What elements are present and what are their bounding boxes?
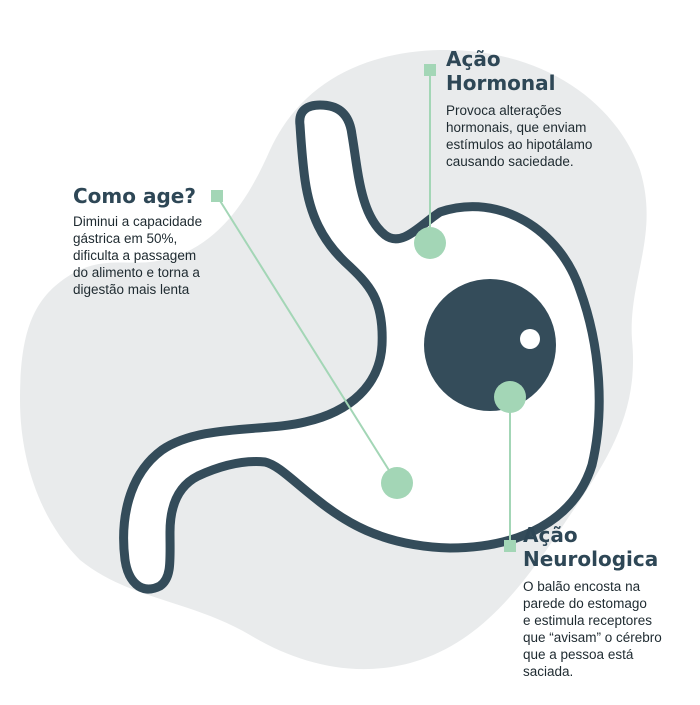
neuro-title: Ação Neurologica bbox=[523, 523, 658, 571]
neuro-description: O balão encosta na parede do estomago e … bbox=[523, 578, 662, 680]
marker-dot-how bbox=[381, 467, 413, 499]
marker-square-how bbox=[211, 190, 223, 202]
how-desc-line: digestão mais lenta bbox=[73, 282, 190, 297]
stomach-outline bbox=[119, 100, 604, 594]
how-title-line: Como age? bbox=[73, 184, 196, 208]
how-description: Diminui a capacidade gástrica em 50%, di… bbox=[73, 213, 202, 298]
hormonal-desc-line: causando saciedade. bbox=[446, 154, 574, 169]
how-desc-line: Diminui a capacidade bbox=[73, 214, 203, 229]
marker-dot-hormonal bbox=[414, 227, 446, 259]
connector-how bbox=[216, 195, 398, 484]
hormonal-title-line: Ação bbox=[446, 47, 501, 71]
neuro-desc-line: parede do estomago bbox=[523, 596, 647, 611]
how-title: Como age? bbox=[73, 184, 196, 208]
marker-square-hormonal bbox=[424, 64, 436, 76]
neuro-desc-line: que a pessoa está bbox=[523, 647, 634, 662]
how-desc-line: dificulta a passagem bbox=[73, 248, 197, 263]
neuro-desc-line: saciada. bbox=[523, 664, 574, 679]
gastric-balloon bbox=[424, 279, 556, 411]
hormonal-title: Ação Hormonal bbox=[446, 47, 556, 95]
hormonal-desc-line: estímulos ao hipotálamo bbox=[446, 137, 593, 152]
hormonal-title-line: Hormonal bbox=[446, 71, 556, 95]
marker-dot-neuro bbox=[494, 381, 526, 413]
hormonal-desc-line: hormonais, que enviam bbox=[446, 120, 587, 135]
marker-square-neuro bbox=[504, 540, 516, 552]
how-desc-line: gástrica em 50%, bbox=[73, 231, 178, 246]
neuro-title-line: Neurologica bbox=[523, 547, 659, 571]
neuro-desc-line: O balão encosta na bbox=[523, 579, 641, 594]
hormonal-description: Provoca alterações hormonais, que enviam… bbox=[446, 102, 592, 170]
neuro-desc-line: que “avisam” o cérebro bbox=[523, 630, 662, 645]
how-desc-line: do alimento e torna a bbox=[73, 265, 200, 280]
hormonal-desc-line: Provoca alterações bbox=[446, 103, 562, 118]
neuro-desc-line: e estimula receptores bbox=[523, 613, 653, 628]
neuro-title-line: Ação bbox=[523, 523, 578, 547]
balloon-highlight bbox=[520, 329, 540, 349]
